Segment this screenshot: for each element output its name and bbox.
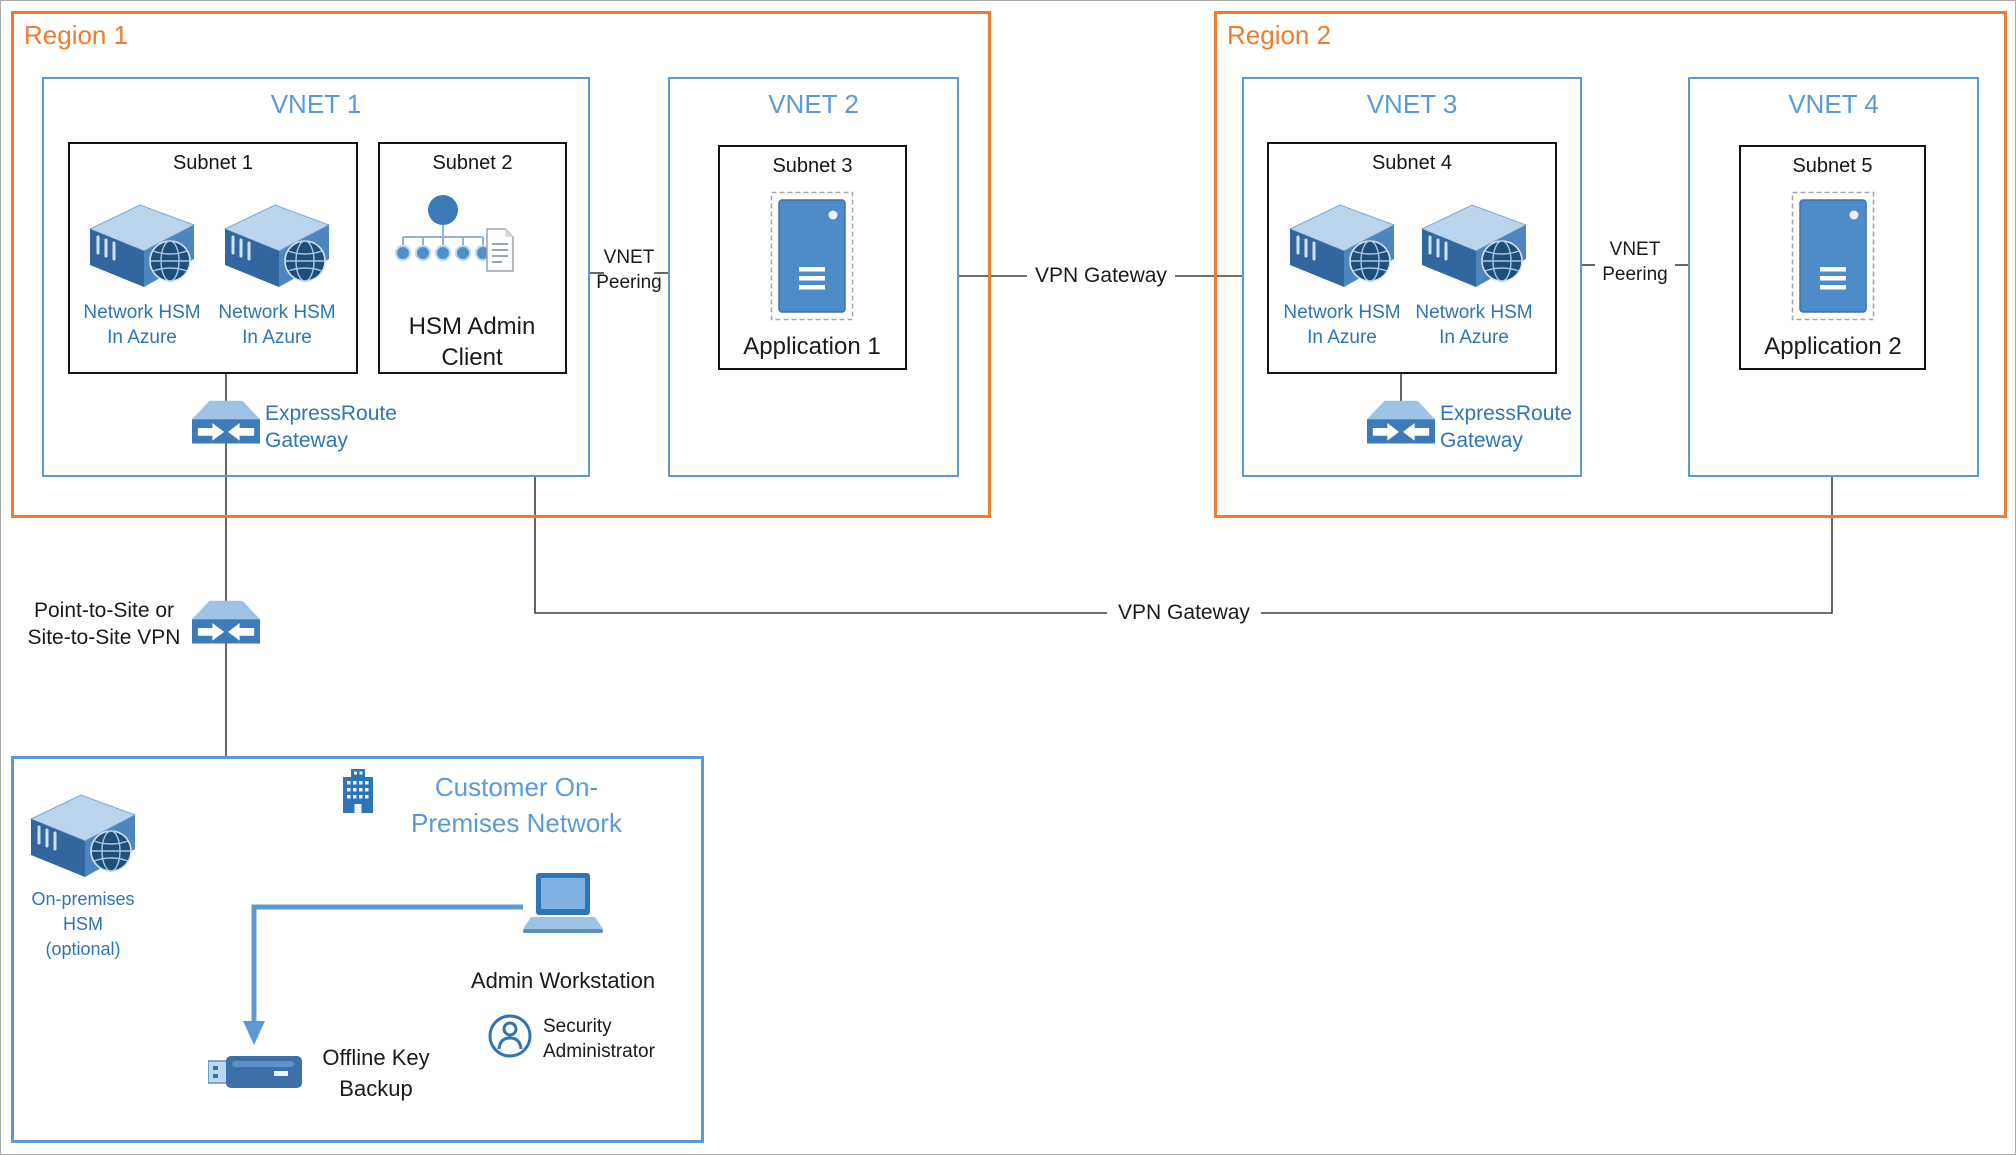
vnet-peering-label-1: VNET Peering — [596, 247, 662, 293]
network-hsm-icon — [1416, 195, 1532, 291]
network-hsm-icon — [84, 195, 200, 291]
expressroute-gateway-label: ExpressRoute Gateway — [1440, 402, 1572, 453]
subnet-2-title: Subnet 2 — [432, 152, 513, 174]
hsm-admin-client-label: HSM Admin Client — [408, 313, 536, 372]
hsm-admin-client-icon — [393, 191, 517, 287]
network-hsm-icon — [219, 195, 335, 291]
on-premises-hsm-icon — [25, 785, 141, 881]
vnet-1: VNET 1 — [42, 77, 590, 477]
region-2: Region 2 — [1214, 11, 2007, 518]
application-1-icon — [770, 191, 854, 321]
network-hsm-label: Network HSM In Azure — [1415, 302, 1533, 348]
security-administrator-icon — [487, 1013, 533, 1059]
subnet-3: Subnet 3 — [718, 145, 907, 370]
vnet-4: VNET 4 — [1688, 77, 1979, 477]
vpn-gateway-icon — [192, 598, 260, 656]
subnet-5-title: Subnet 5 — [1792, 155, 1873, 177]
vnet-peering-label-2: VNET Peering — [1602, 239, 1668, 285]
network-hsm-label: Network HSM In Azure — [218, 302, 336, 348]
region-1-label: Region 1 — [24, 20, 129, 50]
region-1: Region 1 — [11, 11, 991, 518]
vpn-gateway-label-top: VPN Gateway — [1027, 261, 1175, 291]
application-2-label: Application 2 — [1764, 333, 1902, 360]
vpn-gateway-label-bottom: VPN Gateway — [1107, 598, 1261, 628]
vnet-2: VNET 2 — [668, 77, 959, 477]
subnet-4: Subnet 4 — [1267, 142, 1557, 374]
customer-network-title: Customer On- Premises Network — [411, 772, 622, 839]
subnet-3-title: Subnet 3 — [772, 155, 853, 177]
point-to-site-vpn-label: Point-to-Site or Site-to-Site VPN — [27, 599, 181, 650]
customer-network-box — [11, 756, 704, 1143]
application-1-label: Application 1 — [743, 333, 881, 360]
region-2-label: Region 2 — [1227, 20, 1332, 50]
subnet-2: Subnet 2 — [378, 142, 567, 374]
expressroute-gateway-label: ExpressRoute Gateway — [265, 402, 397, 453]
subnet-1: Subnet 1 — [68, 142, 358, 374]
expressroute-gateway-icon — [1367, 398, 1435, 456]
subnet-1-title: Subnet 1 — [172, 152, 254, 174]
subnet-5: Subnet 5 — [1739, 145, 1926, 370]
network-hsm-icon — [1284, 195, 1400, 291]
network-hsm-label: Network HSM In Azure — [83, 302, 201, 348]
offline-key-backup-label: Offline Key Backup — [322, 1045, 430, 1101]
vnet-3: VNET 3 — [1242, 77, 1582, 477]
building-icon — [341, 769, 375, 813]
subnet-4-title: Subnet 4 — [1371, 152, 1453, 174]
vnet-3-title: VNET 3 — [1366, 89, 1458, 119]
vnet-1-title: VNET 1 — [270, 89, 362, 119]
security-administrator-label: Security Administrator — [543, 1016, 655, 1062]
expressroute-gateway-icon — [192, 398, 260, 456]
vnet-2-title: VNET 2 — [768, 89, 859, 119]
usb-backup-icon — [208, 1053, 302, 1091]
laptop-icon — [523, 873, 603, 935]
vnet-4-title: VNET 4 — [1788, 89, 1879, 119]
admin-workstation-label: Admin Workstation — [470, 968, 656, 993]
network-hsm-label: Network HSM In Azure — [1283, 302, 1401, 348]
application-2-icon — [1791, 191, 1875, 321]
on-premises-hsm-label: On-premises HSM (optional) — [31, 889, 135, 960]
